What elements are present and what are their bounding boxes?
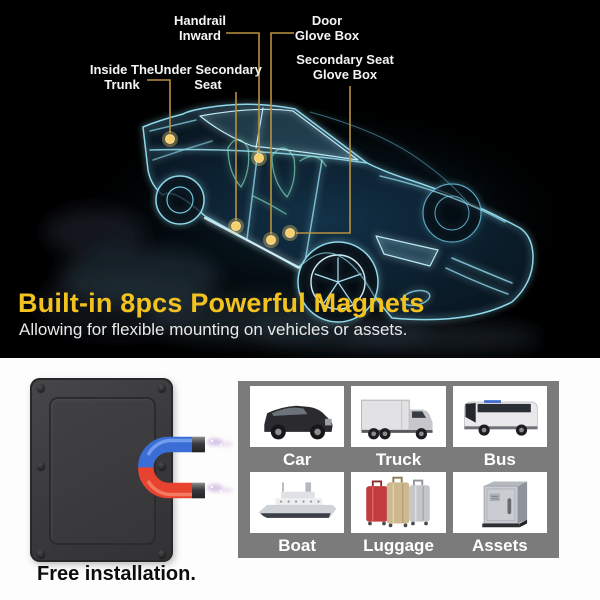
assets-icon	[482, 481, 527, 528]
bus-icon	[463, 400, 538, 436]
truck-icon	[361, 399, 434, 440]
free-installation-caption: Free installation.	[37, 563, 196, 585]
boat-icon	[258, 482, 337, 518]
callout-dots	[162, 131, 298, 248]
callout-lines	[147, 32, 351, 234]
tracker-device	[30, 378, 173, 562]
luggage-image	[351, 472, 446, 533]
subheadline: Allowing for flexible mounting on vehicl…	[19, 320, 408, 339]
screw-icon	[158, 550, 166, 558]
mount-target-bus: Bus	[452, 386, 547, 472]
screw-icon	[158, 384, 166, 392]
mount-target-assets: Assets	[452, 472, 547, 558]
xray-car-illustration	[35, 32, 580, 354]
truck-image	[351, 386, 446, 447]
luggage-icon	[366, 476, 431, 528]
mount-target-car: Car	[250, 386, 345, 472]
mount-target-label: Car	[282, 449, 312, 469]
mount-targets-panel: Car Truck	[238, 381, 559, 558]
mount-target-label: Bus	[483, 449, 516, 469]
mount-target-label: Assets	[471, 535, 528, 555]
screw-icon	[37, 550, 45, 558]
mount-target-truck: Truck	[351, 386, 446, 472]
headline: Built-in 8pcs Powerful Magnets	[18, 288, 425, 318]
tracker-device-panel	[49, 397, 156, 545]
mount-target-boat: Boat	[250, 472, 345, 558]
screw-icon	[158, 462, 166, 470]
boat-image	[250, 472, 345, 533]
bus-image	[452, 386, 547, 447]
mount-target-label: Luggage	[363, 535, 434, 555]
car-icon	[264, 405, 333, 440]
assets-image	[452, 472, 547, 533]
screw-icon	[37, 384, 45, 392]
screw-icon	[37, 462, 45, 470]
mount-target-label: Boat	[278, 535, 317, 555]
mount-target-label: Truck	[375, 449, 422, 469]
car-image	[250, 386, 345, 447]
magnet-icon	[138, 436, 233, 499]
mount-target-luggage: Luggage	[351, 472, 446, 558]
